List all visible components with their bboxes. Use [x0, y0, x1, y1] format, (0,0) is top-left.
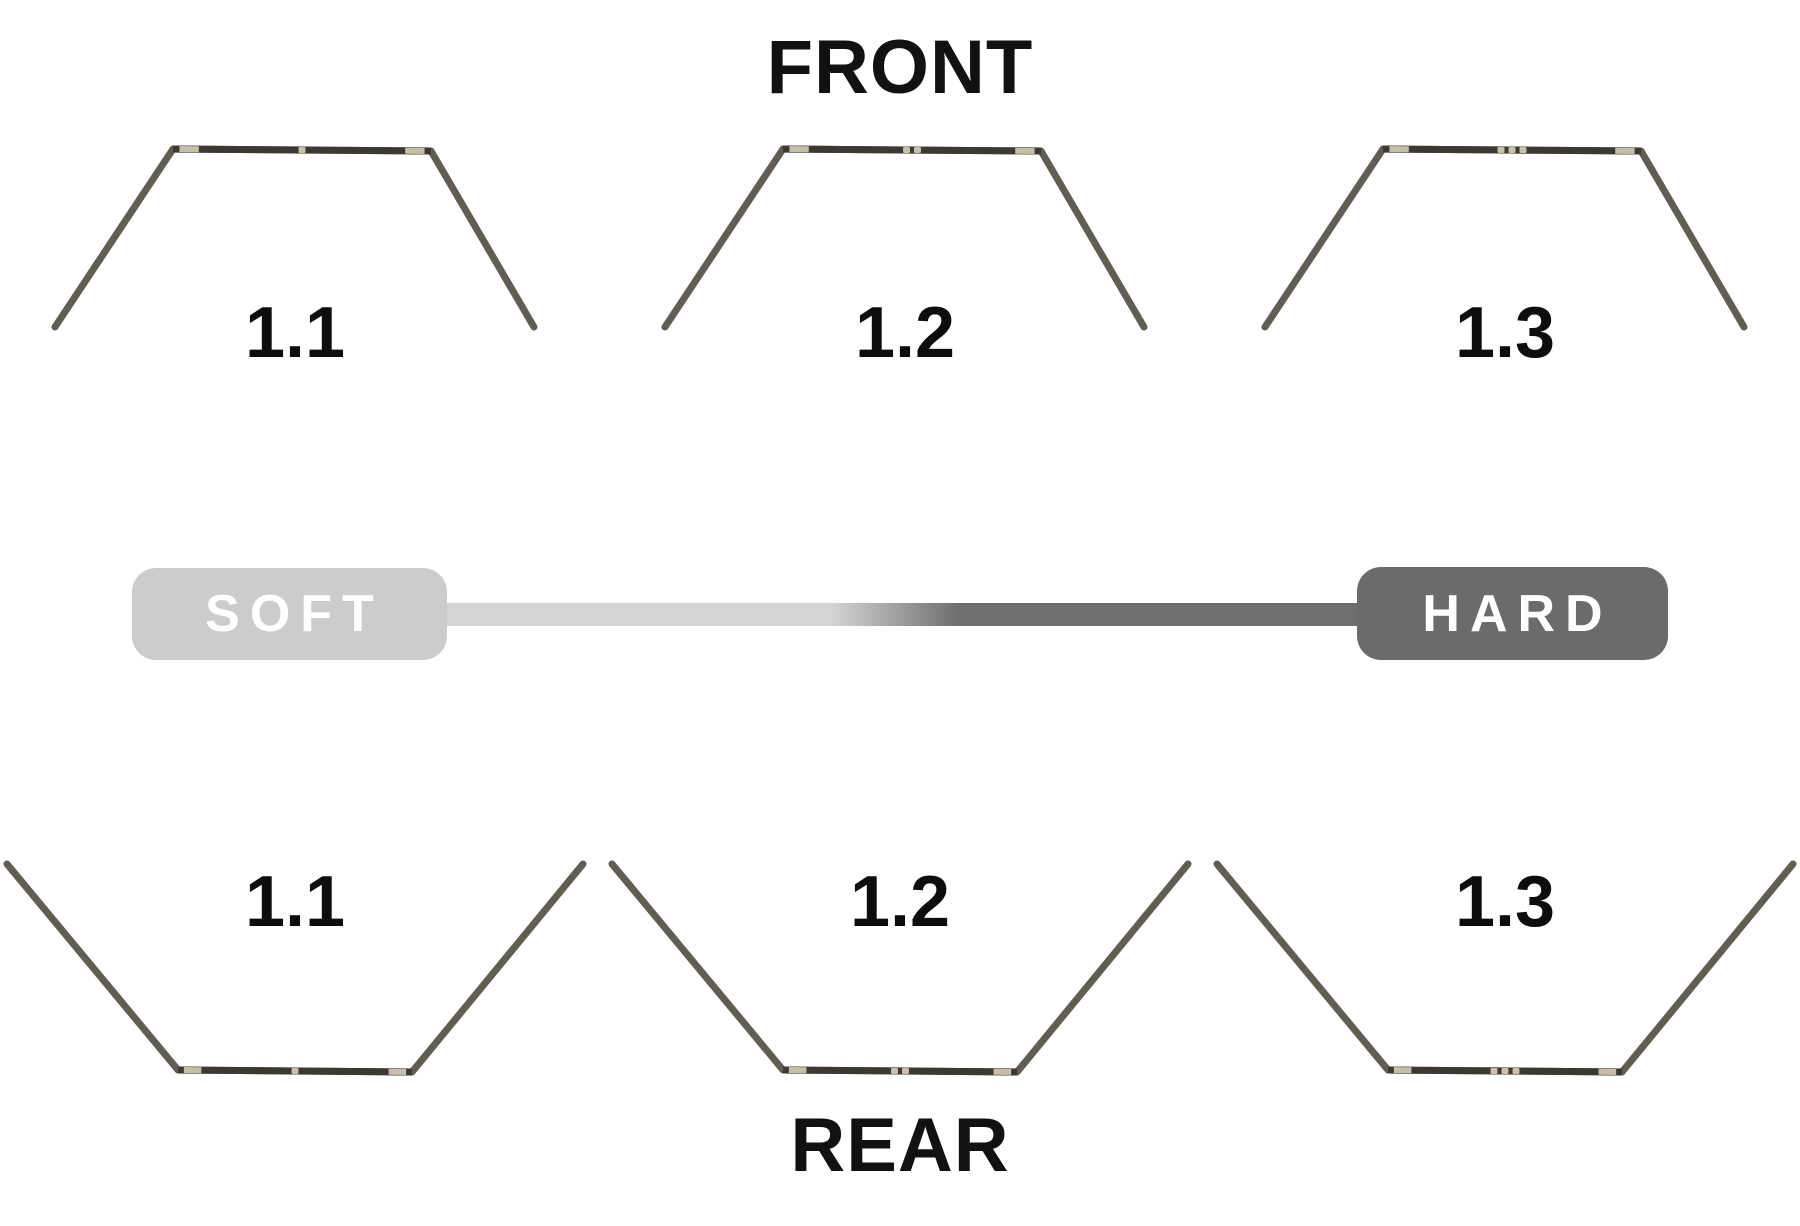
front-bar-1-1-cell: 1.1	[35, 105, 555, 369]
soft-badge: SOFT	[132, 568, 447, 660]
front-bar-1-2-cell: 1.2	[645, 105, 1165, 369]
stiffness-gradient-bar	[400, 603, 1380, 626]
rear-bar-1-2-cell: 1.2	[600, 850, 1200, 1080]
sway-bar-graphic	[661, 145, 1148, 331]
hard-badge-label: HARD	[1422, 584, 1613, 643]
front-bar-1-1-label: 1.1	[244, 293, 346, 373]
sway-bar-graphic	[608, 860, 1192, 1076]
front-section-title: FRONT	[766, 25, 1034, 110]
rear-bar-1-3-cell: 1.3	[1205, 850, 1800, 1080]
rear-bar-1-1-label: 1.1	[244, 862, 346, 942]
front-bar-1-3-label: 1.3	[1454, 293, 1556, 373]
rear-bar-1-1-cell: 1.1	[0, 850, 595, 1080]
hard-badge: HARD	[1357, 567, 1668, 660]
front-bar-1-3-cell: 1.3	[1245, 105, 1765, 369]
front-bar-1-2-label: 1.2	[854, 293, 956, 373]
soft-badge-label: SOFT	[205, 585, 384, 643]
rear-section-title: REAR	[790, 1103, 1010, 1188]
rear-bar-1-2-label: 1.2	[849, 862, 951, 942]
rear-bar-1-3-label: 1.3	[1454, 862, 1556, 942]
sway-bar-graphic	[51, 145, 538, 331]
sway-bar-graphic	[3, 860, 587, 1076]
sway-bar-graphic	[1213, 860, 1797, 1076]
sway-bar-graphic	[1261, 145, 1748, 331]
